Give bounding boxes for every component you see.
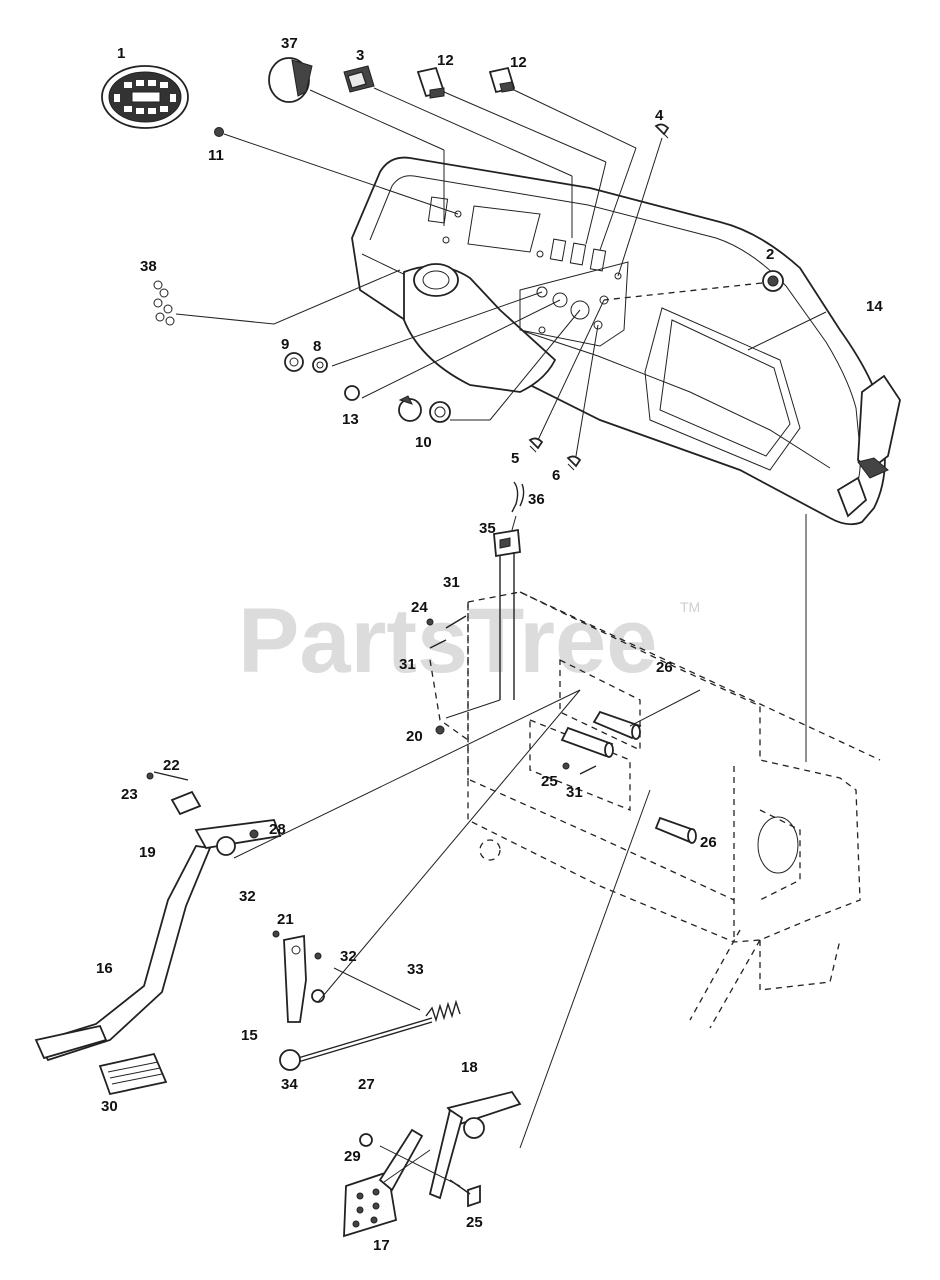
part-19-bracket	[146, 771, 259, 839]
frame-shaft-c	[560, 726, 614, 758]
callout-14: 14	[866, 298, 883, 315]
callout-12-a: 12	[437, 52, 454, 69]
part-38-clips	[153, 280, 175, 326]
callout-26-a: 26	[656, 659, 673, 676]
part-35-rod-bracket	[493, 528, 521, 700]
callout-8: 8	[313, 338, 321, 355]
callout-labels: 1 37 3 12 12 4 11 2 14 38 9 8 13 10 5 6 …	[96, 35, 883, 1254]
callout-5: 5	[511, 450, 519, 467]
callout-29: 29	[344, 1148, 361, 1165]
part-29-nut	[359, 1133, 373, 1147]
callout-35: 35	[479, 520, 496, 537]
part-2-knob	[762, 270, 784, 292]
callout-2: 2	[766, 246, 774, 263]
part-26-shaft-a	[592, 710, 642, 740]
callout-28: 28	[269, 821, 286, 838]
callout-32-a: 32	[239, 888, 256, 905]
callout-21: 21	[277, 911, 294, 928]
callout-4: 4	[655, 107, 664, 124]
part-10-ignition	[398, 395, 451, 423]
callout-12-b: 12	[510, 54, 527, 71]
part-4-screw	[654, 123, 670, 139]
callout-15: 15	[241, 1027, 258, 1044]
part-8-grommet	[312, 357, 328, 373]
part-30-pad	[98, 1052, 168, 1096]
callout-22: 22	[163, 757, 180, 774]
part-15-lever	[272, 930, 325, 1023]
part-27-rod	[297, 1017, 433, 1063]
part-1-keypad	[101, 65, 189, 129]
callout-33: 33	[407, 961, 424, 978]
callout-31-a: 31	[443, 574, 460, 591]
callout-25-b: 25	[466, 1214, 483, 1231]
callout-30: 30	[101, 1098, 118, 1115]
watermark: PartsTree TM	[238, 590, 700, 692]
callout-31-b: 31	[399, 656, 416, 673]
callout-6: 6	[552, 467, 560, 484]
leader-lines-bottom	[233, 515, 701, 1187]
callout-25-a: 25	[541, 773, 558, 790]
part-11-nut	[214, 127, 224, 137]
callout-37: 37	[281, 35, 298, 52]
callout-34: 34	[281, 1076, 298, 1093]
part-16-pedal	[34, 819, 282, 1062]
part-12-switch-b	[488, 66, 516, 94]
watermark-text: PartsTree	[238, 590, 657, 692]
part-3-switch	[343, 65, 375, 93]
callout-20: 20	[406, 728, 423, 745]
callout-17: 17	[373, 1237, 390, 1254]
callout-9: 9	[281, 336, 289, 353]
part-17-plate	[343, 1128, 424, 1238]
callout-26-b: 26	[700, 834, 717, 851]
part-12-switch-a	[416, 66, 446, 99]
part-18-arm	[428, 1090, 522, 1200]
part-13-plug	[344, 385, 360, 401]
callout-24: 24	[411, 599, 428, 616]
callout-3: 3	[356, 47, 364, 64]
callout-27: 27	[358, 1076, 375, 1093]
small-hardware	[426, 618, 570, 770]
part-34-knob	[279, 1049, 301, 1071]
part-6-screw	[566, 455, 582, 471]
part-37-cap	[268, 57, 313, 103]
callout-32-b: 32	[340, 948, 357, 965]
part-36-pin	[511, 481, 525, 513]
watermark-trademark: TM	[680, 599, 700, 615]
part-5-screw	[528, 437, 544, 453]
leader-lines-top	[175, 87, 827, 457]
callout-19: 19	[139, 844, 156, 861]
frame-outline	[429, 514, 881, 1029]
part-33-spring	[425, 999, 461, 1023]
callout-38: 38	[140, 258, 157, 275]
callout-18: 18	[461, 1059, 478, 1076]
callout-10: 10	[415, 434, 432, 451]
part-26-shaft-b	[654, 816, 697, 844]
dash-panel	[351, 156, 901, 526]
callout-23: 23	[121, 786, 138, 803]
callout-13: 13	[342, 411, 359, 428]
callout-31-c: 31	[566, 784, 583, 801]
callout-16: 16	[96, 960, 113, 977]
part-9-bushing	[284, 352, 304, 372]
part-31-pins	[429, 615, 597, 775]
callout-11: 11	[208, 147, 224, 164]
callout-1: 1	[117, 45, 125, 62]
part-25-bolt	[449, 1179, 481, 1208]
callout-36: 36	[528, 491, 545, 508]
